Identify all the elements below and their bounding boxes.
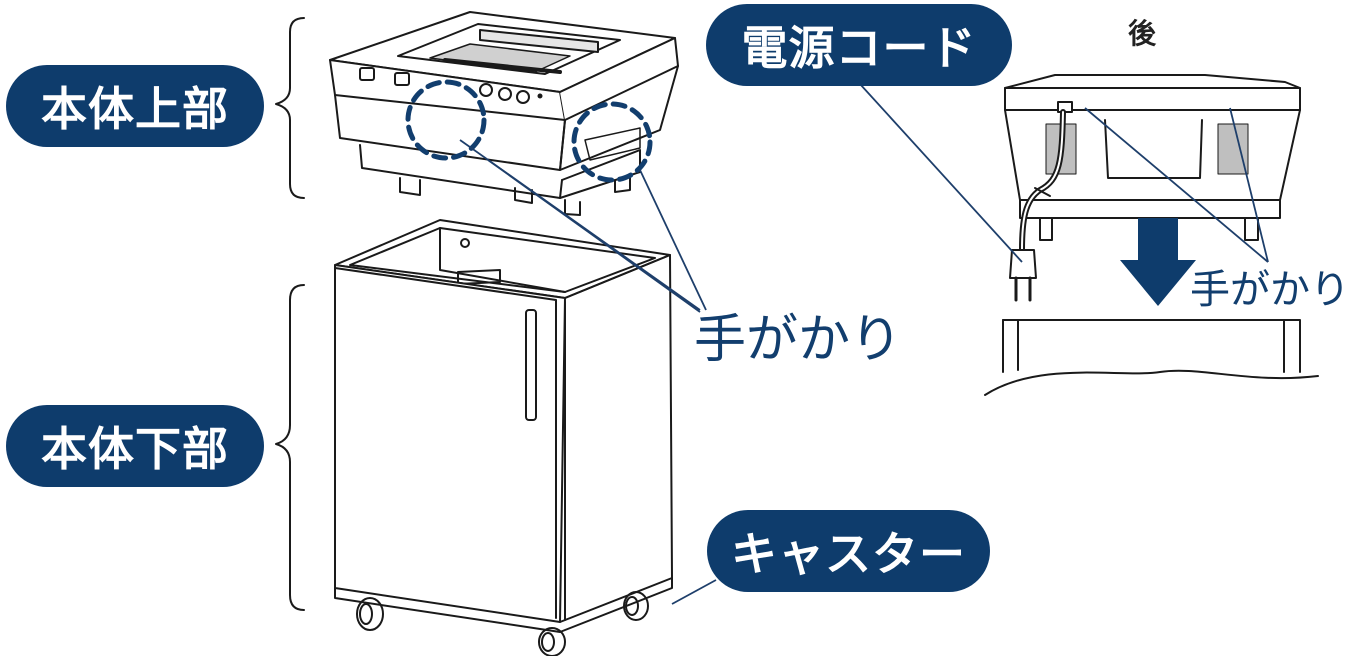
- lower-body-text: 本体下部: [41, 422, 229, 476]
- rear-label: 後: [1128, 17, 1157, 50]
- upper-body-text: 本体上部: [41, 82, 229, 136]
- caster-text: キャスター: [731, 527, 966, 581]
- grip-circle-front: [405, 79, 487, 161]
- down-arrow-icon: [1120, 218, 1196, 306]
- caster-label: キャスター: [707, 510, 990, 592]
- grip-label-main: 手がかり: [694, 310, 903, 370]
- grip-label-side: 手がかり: [1190, 267, 1350, 313]
- power-cord-label: 電源コード: [706, 4, 1012, 86]
- bracket-lower: [275, 284, 305, 611]
- power-cord-text: 電源コード: [741, 21, 977, 75]
- bracket-upper: [275, 17, 305, 199]
- rear-view: [984, 74, 1319, 396]
- lower-cabinet: [334, 219, 673, 657]
- lower-body-label: 本体下部: [6, 405, 264, 487]
- grip-circle-side: [571, 101, 653, 183]
- upper-unit: [329, 11, 679, 216]
- upper-body-label: 本体上部: [6, 65, 264, 147]
